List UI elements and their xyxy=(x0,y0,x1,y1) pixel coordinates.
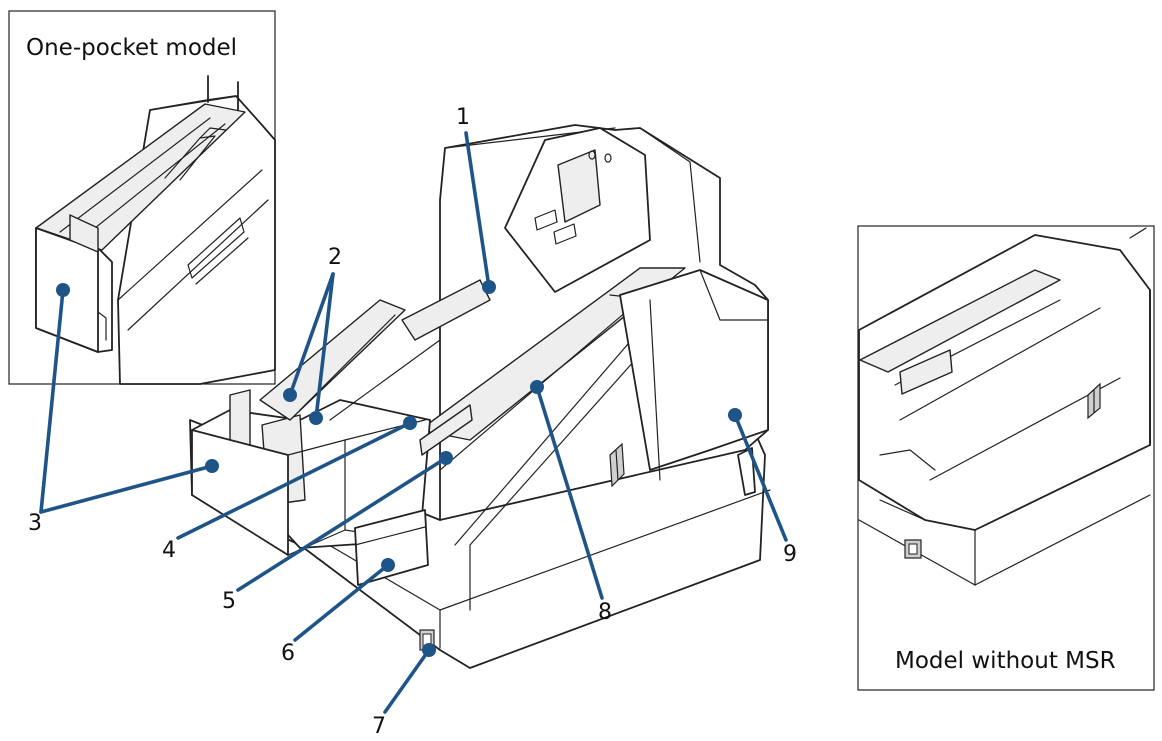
callout-9-label: 9 xyxy=(783,542,797,567)
callout-5: 5 xyxy=(222,451,453,614)
callout-7-label: 7 xyxy=(372,714,386,737)
device-display-screen xyxy=(557,149,601,223)
callout-5-label: 5 xyxy=(222,589,236,614)
main-device xyxy=(189,124,771,669)
inset-one-pocket-caption: One-pocket model xyxy=(26,35,237,61)
callout-8: 8 xyxy=(530,380,612,625)
callout-8-label: 8 xyxy=(598,600,612,625)
callout-6-label: 6 xyxy=(281,641,295,666)
callout-2-label: 2 xyxy=(328,245,342,270)
callouts: 1 2 3 4 5 xyxy=(28,105,797,739)
callout-2: 2 xyxy=(283,245,342,425)
inset-without-msr: Model without MSR xyxy=(857,225,1155,691)
callout-9: 9 xyxy=(728,408,797,567)
callout-3: 3 xyxy=(28,283,219,536)
callout-4: 4 xyxy=(162,416,417,563)
callout-3-label: 3 xyxy=(28,511,42,536)
callout-1-label: 1 xyxy=(456,105,470,130)
callout-4-label: 4 xyxy=(162,538,176,563)
callout-1: 1 xyxy=(456,105,496,294)
device-slot-front xyxy=(354,509,429,586)
callout-6: 6 xyxy=(281,558,395,666)
inset-without-msr-illustration xyxy=(858,227,1151,586)
inset-without-msr-caption: Model without MSR xyxy=(895,648,1116,674)
inset-one-pocket: One-pocket model xyxy=(8,10,276,385)
device-feed-path xyxy=(419,267,686,441)
callout-7: 7 xyxy=(372,643,436,739)
